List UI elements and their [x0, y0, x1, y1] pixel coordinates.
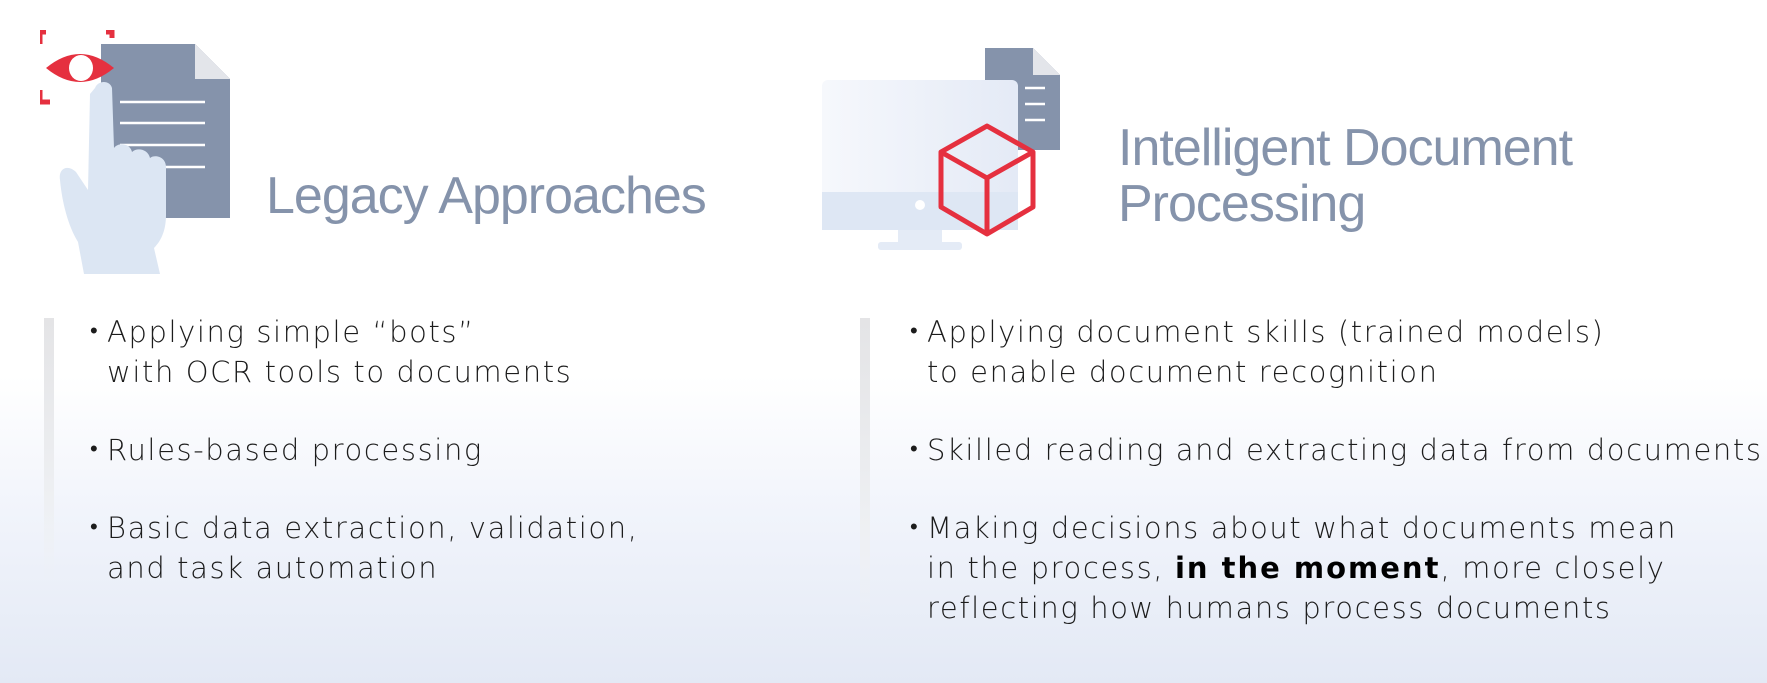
monitor-neck [898, 230, 942, 244]
intelligent-document-processing-column: Intelligent Document Processing Applying… [820, 0, 1767, 683]
monitor-dot [915, 200, 925, 210]
left-divider-bar [44, 318, 54, 580]
document-lines [1025, 86, 1045, 122]
computer-cube-document-icon [820, 42, 1070, 257]
document-fold [195, 44, 230, 79]
title-line-2: Processing [1118, 175, 1366, 233]
ocr-hand-document-icon [40, 30, 240, 275]
title-line-1: Intelligent Document [1118, 119, 1573, 177]
monitor-base [878, 242, 962, 250]
list-item: Applying simple “bots” with OCR tools to… [90, 312, 639, 392]
list-item: Making decisions about what documents me… [910, 508, 1763, 628]
list-item: Applying document skills (trained models… [910, 312, 1763, 392]
legacy-approaches-title: Legacy Approaches [266, 167, 707, 225]
idp-bullet-list: Applying document skills (trained models… [910, 312, 1763, 666]
list-item: Skilled reading and extracting data from… [910, 430, 1763, 470]
emphasis-in-the-moment: in the moment [1174, 551, 1441, 585]
computer-cube-document-graphic [822, 48, 1060, 250]
right-divider-bar [860, 318, 870, 623]
scan-eye [40, 30, 115, 105]
ocr-hand-document-graphic [40, 30, 230, 274]
list-item: Basic data extraction, validation, and t… [90, 508, 639, 588]
cube [938, 123, 1036, 237]
intelligent-document-processing-title: Intelligent Document Processing [1118, 119, 1573, 233]
legacy-approaches-column: Legacy Approaches Applying simple “bots”… [0, 0, 820, 683]
document-fold [1033, 48, 1060, 75]
legacy-bullet-list: Applying simple “bots” with OCR tools to… [90, 312, 639, 626]
list-item: Rules-based processing [90, 430, 639, 470]
pointing-hand [59, 82, 166, 274]
